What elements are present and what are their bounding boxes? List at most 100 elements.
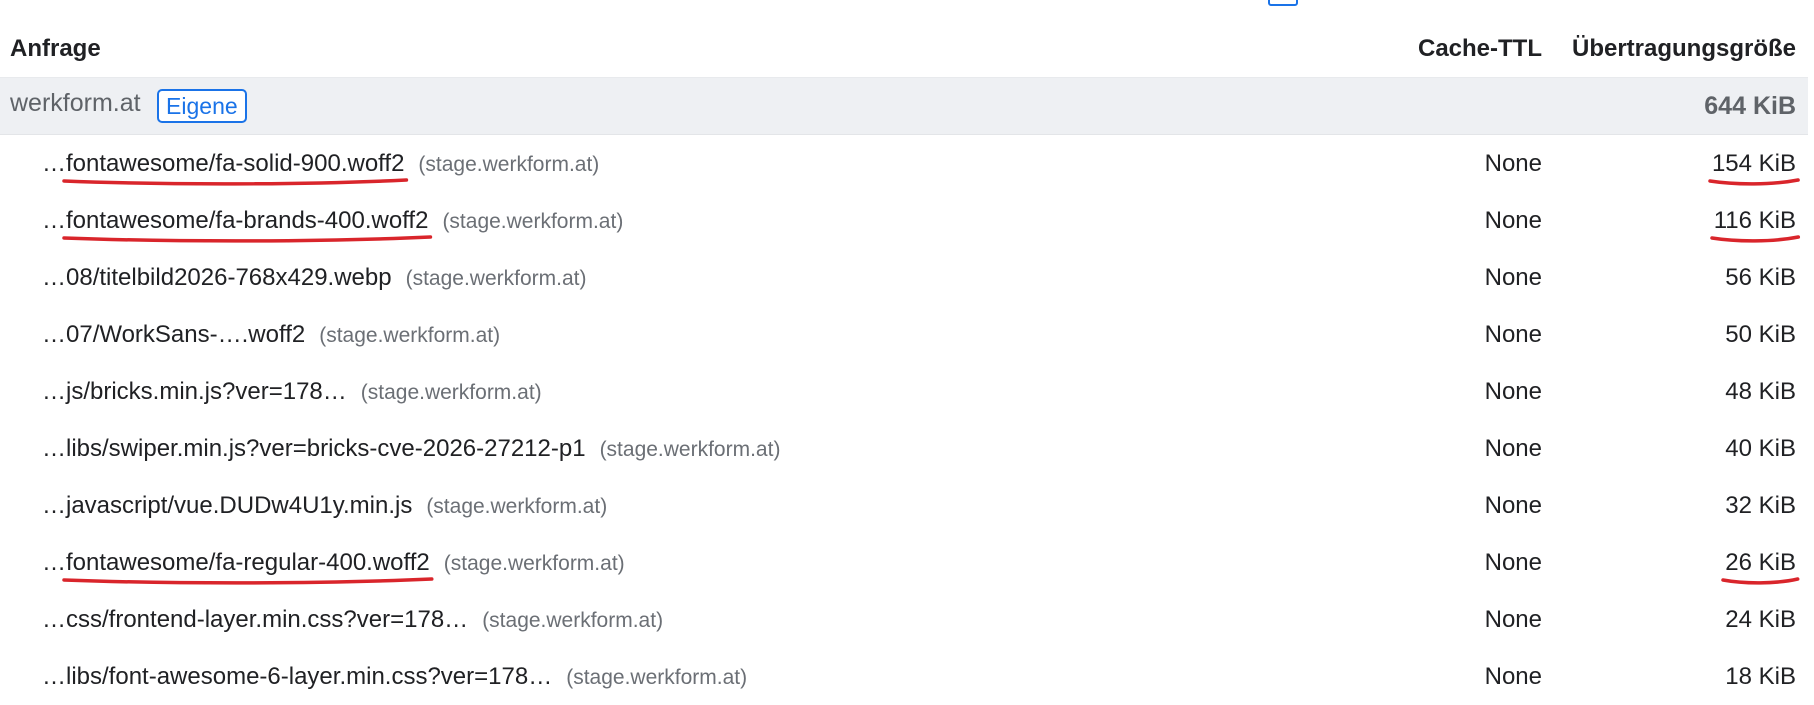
cache-ttl-value: None (1484, 662, 1542, 690)
request-cell: …javascript/vue.DUDw4U1y.min.js (stage.we… (42, 492, 607, 520)
request-path: css/frontend-layer.min.css?ver=178… (66, 605, 469, 633)
request-cell: …08/titelbild2026-768x429.webp(stage.wer… (42, 264, 586, 292)
table-row[interactable]: …fontawesome/fa-brands-400.woff2 (stage.w… (0, 192, 1808, 249)
request-cell: …fontawesome/fa-solid-900.woff2 (stage.we… (42, 149, 600, 186)
red-underline-annotation (62, 234, 433, 243)
request-host: (stage.werkform.at) (566, 665, 748, 689)
request-cell: …libs/font-awesome-6-layer.min.css?ver=1… (42, 663, 747, 691)
ellipsis: … (42, 491, 66, 519)
red-underline-annotation (1709, 234, 1800, 243)
red-underline-stroke (1708, 177, 1800, 186)
transfer-size-value: 26 KiB (1721, 548, 1800, 585)
size-mark: 26 KiB (1721, 548, 1800, 585)
checkbox-partial[interactable] (1268, 0, 1298, 6)
table-row[interactable]: …libs/swiper.min.js?ver=bricks-cve-2026-… (0, 420, 1808, 477)
request-path: 08/titelbild2026-768x429.webp (66, 263, 392, 291)
request-host: (stage.werkform.at) (426, 494, 608, 518)
table-row[interactable]: …libs/font-awesome-6-layer.min.css?ver=1… (0, 648, 1808, 705)
request-path: js/bricks.min.js?ver=178… (66, 377, 347, 405)
group-name: werkform.at (10, 88, 141, 117)
table-row[interactable]: …js/bricks.min.js?ver=178… (stage.werkfor… (0, 363, 1808, 420)
request-cell: …fontawesome/fa-regular-400.woff2 (stage.… (42, 548, 625, 585)
group-total-size: 644 KiB (1704, 91, 1796, 120)
request-url[interactable]: fontawesome/fa-regular-400.woff2 (62, 548, 434, 585)
red-underline-stroke (62, 576, 434, 585)
request-cell: …fontawesome/fa-brands-400.woff2 (stage.w… (42, 206, 624, 243)
request-host: (stage.werkform.at) (319, 323, 501, 347)
red-underline-stroke (62, 234, 433, 243)
ellipsis: … (42, 662, 66, 690)
size-text: 26 KiB (1725, 548, 1796, 576)
column-header-transfer-size[interactable]: Übertragungsgröße (1571, 34, 1796, 62)
red-underline-annotation (1721, 576, 1800, 585)
table-row[interactable]: …css/frontend-layer.min.css?ver=178… (sta… (0, 591, 1808, 648)
ellipsis: … (42, 548, 66, 576)
request-cell: …07/WorkSans-….woff2 (stage.werkform.at) (42, 321, 500, 349)
cache-ttl-value: None (1484, 263, 1542, 291)
transfer-size-value: 154 KiB (1708, 149, 1800, 186)
request-path: fontawesome/fa-brands-400.woff2 (66, 206, 429, 234)
cache-ttl-value: None (1484, 149, 1542, 177)
request-url[interactable]: fontawesome/fa-brands-400.woff2 (62, 206, 433, 243)
request-url[interactable]: javascript/vue.DUDw4U1y.min.js (66, 492, 412, 520)
cache-ttl-value: None (1484, 548, 1542, 576)
red-underline-stroke (1709, 234, 1800, 243)
request-cell: …js/bricks.min.js?ver=178… (stage.werkfor… (42, 378, 542, 406)
request-url[interactable]: libs/font-awesome-6-layer.min.css?ver=17… (66, 663, 552, 691)
ellipsis: … (42, 206, 66, 234)
request-path: javascript/vue.DUDw4U1y.min.js (66, 491, 413, 519)
request-host: (stage.werkform.at) (418, 152, 600, 176)
ellipsis: … (42, 320, 66, 348)
table-row[interactable]: …javascript/vue.DUDw4U1y.min.js (stage.we… (0, 477, 1808, 534)
red-underline-annotation (62, 576, 434, 585)
transfer-size-value: 24 KiB (1725, 605, 1796, 633)
request-url[interactable]: 07/WorkSans-….woff2 (66, 321, 305, 349)
request-host: (stage.werkform.at) (599, 437, 781, 461)
column-header-cache-ttl[interactable]: Cache-TTL (1417, 34, 1542, 62)
size-mark: 154 KiB (1708, 149, 1800, 186)
cache-ttl-value: None (1484, 605, 1542, 633)
request-url[interactable]: 08/titelbild2026-768x429.webp (66, 264, 392, 292)
request-cell: …libs/swiper.min.js?ver=bricks-cve-2026-… (42, 435, 780, 463)
table-row[interactable]: …fontawesome/fa-solid-900.woff2 (stage.we… (0, 135, 1808, 192)
transfer-size-value: 18 KiB (1725, 662, 1796, 690)
column-header-request[interactable]: Anfrage (10, 34, 101, 62)
cache-ttl-value: None (1484, 377, 1542, 405)
transfer-size-value: 56 KiB (1725, 263, 1796, 291)
red-underline-annotation (1708, 177, 1800, 186)
table-header: Anfrage Cache-TTL Übertragungsgröße (0, 20, 1808, 78)
size-text: 116 KiB (1713, 206, 1796, 234)
request-host: (stage.werkform.at) (442, 209, 624, 233)
requests-table: Anfrage Cache-TTL Übertragungsgröße werk… (0, 20, 1808, 705)
request-path: 07/WorkSans-….woff2 (66, 320, 306, 348)
red-underline-stroke (1721, 576, 1800, 585)
request-path: fontawesome/fa-solid-900.woff2 (66, 149, 405, 177)
red-underline-annotation (62, 177, 409, 186)
group-label: werkform.at Eigene (10, 89, 247, 124)
request-host: (stage.werkform.at) (482, 608, 664, 632)
size-mark: 116 KiB (1709, 206, 1800, 243)
ellipsis: … (42, 149, 66, 177)
request-url[interactable]: css/frontend-layer.min.css?ver=178… (66, 606, 468, 634)
table-row[interactable]: …fontawesome/fa-regular-400.woff2 (stage.… (0, 534, 1808, 591)
request-path: libs/swiper.min.js?ver=bricks-cve-2026-2… (66, 434, 586, 462)
group-row-werkform[interactable]: werkform.at Eigene 644 KiB (0, 78, 1808, 135)
size-text: 154 KiB (1711, 149, 1796, 177)
request-url[interactable]: libs/swiper.min.js?ver=bricks-cve-2026-2… (66, 435, 586, 463)
cache-ttl-value: None (1484, 206, 1542, 234)
request-url[interactable]: fontawesome/fa-solid-900.woff2 (62, 149, 409, 186)
table-row[interactable]: …08/titelbild2026-768x429.webp(stage.wer… (0, 249, 1808, 306)
transfer-size-value: 50 KiB (1725, 320, 1796, 348)
request-url[interactable]: js/bricks.min.js?ver=178… (66, 378, 347, 406)
table-row[interactable]: …07/WorkSans-….woff2(stage.werkform.at) … (0, 306, 1808, 363)
request-path: libs/font-awesome-6-layer.min.css?ver=17… (66, 662, 553, 690)
ellipsis: … (42, 605, 66, 633)
request-path: fontawesome/fa-regular-400.woff2 (66, 548, 430, 576)
transfer-size-value: 116 KiB (1709, 206, 1800, 243)
transfer-size-value: 48 KiB (1725, 377, 1796, 405)
request-host: (stage.werkform.at) (360, 380, 542, 404)
ellipsis: … (42, 377, 66, 405)
first-party-badge: Eigene (157, 89, 247, 124)
request-host: (stage.werkform.at) (443, 551, 625, 575)
red-underline-stroke (62, 177, 409, 186)
